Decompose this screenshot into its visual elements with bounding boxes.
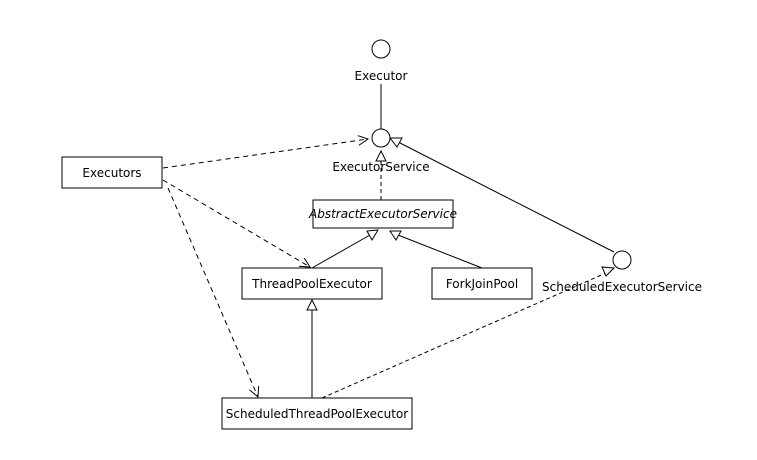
edge-executors-threadpoolexecutor bbox=[162, 179, 310, 267]
class-box bbox=[61, 156, 163, 189]
class-box bbox=[241, 267, 383, 300]
edge-executors-executorservice bbox=[162, 139, 368, 169]
hollow-triangle-icon bbox=[375, 149, 387, 162]
edge-threadpoolexecutor-abstractexecutorservice bbox=[311, 234, 371, 269]
class-thread-pool-executor[interactable]: ThreadPoolExecutor bbox=[241, 267, 383, 300]
class-label: AbstractExecutorService bbox=[308, 207, 457, 221]
class-box bbox=[431, 267, 533, 300]
edge-scheduledexecutorservice-executorservice bbox=[397, 141, 615, 253]
edge-scheduledthreadpoolexecutor-scheduledexecutorservice bbox=[321, 272, 607, 399]
interface-circle-icon bbox=[612, 250, 632, 270]
interface-executor[interactable]: Executor bbox=[355, 39, 408, 83]
class-executors[interactable]: Executors bbox=[61, 156, 163, 189]
class-box bbox=[312, 199, 454, 229]
interface-label: ScheduledExecutorService bbox=[542, 280, 702, 294]
class-box bbox=[221, 397, 413, 430]
edge-forkjoinpool-abstractexecutorservice bbox=[397, 234, 483, 269]
hollow-triangle-icon bbox=[306, 298, 318, 311]
interface-executor-service[interactable]: ExecutorService bbox=[332, 128, 430, 174]
class-scheduled-thread-pool-executor[interactable]: ScheduledThreadPoolExecutor bbox=[221, 397, 413, 430]
hollow-triangle-icon bbox=[366, 229, 379, 241]
class-label: ThreadPoolExecutor bbox=[251, 277, 372, 291]
interface-circle-icon bbox=[371, 39, 391, 59]
interface-circle-icon bbox=[371, 128, 391, 148]
class-abstract-executor-service[interactable]: AbstractExecutorService bbox=[308, 199, 457, 229]
class-label: ForkJoinPool bbox=[446, 277, 518, 291]
class-label: Executors bbox=[82, 166, 141, 180]
class-label: ScheduledThreadPoolExecutor bbox=[226, 407, 408, 421]
interface-label: Executor bbox=[355, 69, 408, 83]
interface-label: ExecutorService bbox=[332, 160, 429, 174]
edge-executors-scheduledthreadpoolexecutor bbox=[167, 187, 258, 397]
relationships bbox=[162, 84, 616, 399]
hollow-triangle-icon bbox=[601, 266, 616, 277]
hollow-triangle-icon bbox=[388, 137, 403, 148]
class-fork-join-pool[interactable]: ForkJoinPool bbox=[431, 267, 533, 300]
hollow-triangle-icon bbox=[389, 230, 402, 241]
interface-scheduled-executor-service[interactable]: ScheduledExecutorService bbox=[542, 250, 702, 294]
